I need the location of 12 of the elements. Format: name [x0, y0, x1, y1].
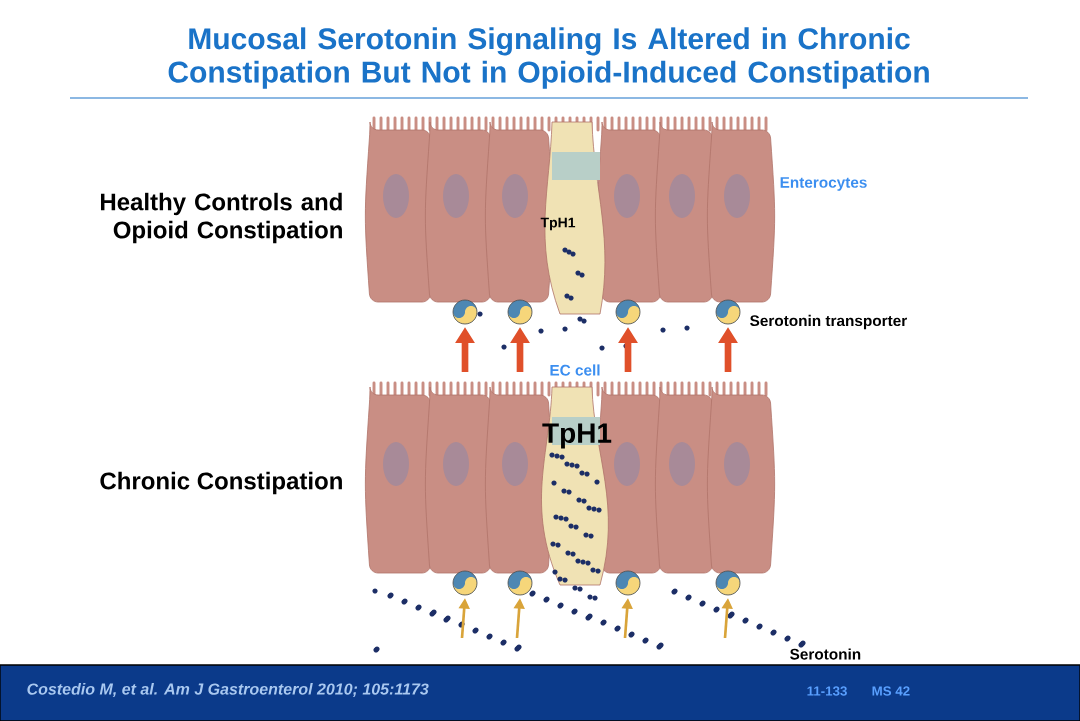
row-label: Healthy Controls and Opioid Constipation	[101, 192, 342, 244]
row-label: Chronic Constipation	[100, 471, 342, 495]
slide-number: 11-133	[807, 686, 847, 696]
cell-label: EC cell	[550, 364, 600, 376]
transporter-label: Serotonin transporter	[750, 314, 907, 330]
title: Mucosal Serotonin Signaling Is Altered in Chronic Constipation But Not in Opioid-Induced Constipation	[168, 27, 929, 89]
molecule-label: Serotonin	[790, 648, 861, 660]
cell-label: Enterocytes	[780, 177, 867, 191]
slide-number: MS 42	[872, 686, 910, 696]
citation: Costedio M, et al. Am J Gastroenterol 2010; 105:1173	[27, 683, 429, 698]
enzyme-label: TpH1	[542, 423, 612, 449]
enzyme-label: TpH1	[540, 217, 576, 231]
